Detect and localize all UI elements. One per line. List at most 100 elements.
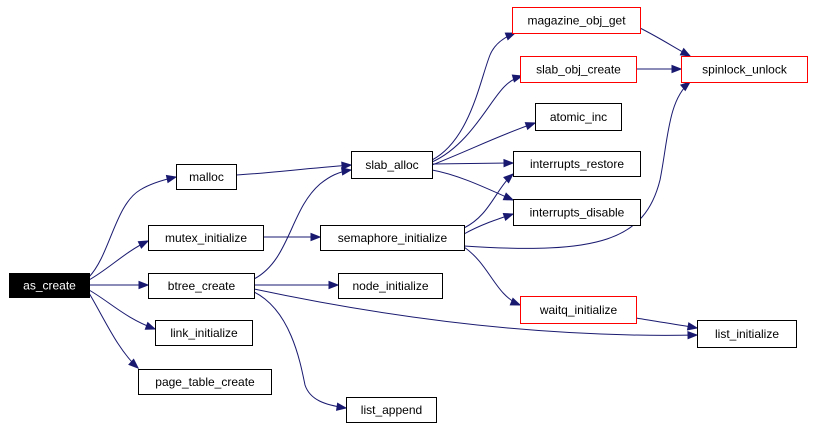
arrowhead xyxy=(671,64,683,74)
edge-slab_alloc-to-slab_obj_create xyxy=(431,74,524,163)
arrowhead xyxy=(144,321,157,330)
edge-mutex_initialize-to-semaphore_initialize xyxy=(263,232,322,242)
edge-magazine_obj_get-to-spinlock_unlock xyxy=(639,27,692,57)
arrowhead xyxy=(503,158,515,168)
node-label: magazine_obj_get xyxy=(527,14,626,28)
node-slab-obj-create[interactable]: slab_obj_create xyxy=(520,56,637,83)
node-node-initialize[interactable]: node_initialize xyxy=(338,273,443,299)
edge-line xyxy=(463,246,521,306)
edge-as_create-to-btree_create xyxy=(89,280,150,290)
node-list-initialize[interactable]: list_initialize xyxy=(697,320,797,348)
node-label: spinlock_unlock xyxy=(702,63,788,77)
arrowhead xyxy=(509,297,522,306)
node-label: page_table_create xyxy=(155,375,255,389)
edge-semaphore_initialize-to-interrupts_disable xyxy=(463,212,515,235)
node-box xyxy=(9,273,90,298)
node-label: link_initialize xyxy=(170,326,238,340)
node-label: malloc xyxy=(189,170,224,184)
node-spinlock-unlock[interactable]: spinlock_unlock xyxy=(681,56,808,83)
edge-line xyxy=(431,169,514,201)
node-list-append[interactable]: list_append xyxy=(346,397,437,423)
edge-slab_obj_create-to-spinlock_unlock xyxy=(636,64,683,74)
edges-layer xyxy=(88,27,699,411)
node-box xyxy=(535,103,622,131)
arrowhead xyxy=(503,173,515,184)
node-label: slab_obj_create xyxy=(536,63,621,77)
edge-as_create-to-page_table_create xyxy=(88,292,140,369)
node-waitq-initialize[interactable]: waitq_initialize xyxy=(520,296,637,324)
node-label: list_append xyxy=(361,403,422,417)
nodes-layer: as_create malloc mutex_initialize btree_cre… xyxy=(9,7,808,423)
node-box xyxy=(351,151,433,179)
edge-line xyxy=(253,288,698,336)
edge-line xyxy=(88,292,139,369)
arrowhead xyxy=(686,322,699,331)
edge-line xyxy=(463,81,691,249)
node-magazine-obj-get[interactable]: magazine_obj_get xyxy=(512,7,641,34)
edge-slab_alloc-to-atomic_inc xyxy=(431,122,537,166)
edge-line xyxy=(88,176,177,278)
node-box xyxy=(155,320,253,346)
arrowhead xyxy=(128,358,140,369)
node-box xyxy=(148,273,255,299)
node-label: mutex_initialize xyxy=(165,231,247,245)
edge-line xyxy=(431,32,516,161)
node-label: list_initialize xyxy=(715,327,779,341)
edge-as_create-to-mutex_initialize xyxy=(88,240,150,281)
node-link-initialize[interactable]: link_initialize xyxy=(155,320,253,346)
edge-line xyxy=(431,75,523,163)
arrowhead xyxy=(687,330,699,340)
node-box xyxy=(520,56,637,83)
edge-line xyxy=(253,291,347,409)
arrowhead xyxy=(502,212,515,222)
edge-slab_alloc-to-magazine_obj_get xyxy=(431,32,517,161)
arrowhead xyxy=(502,192,515,201)
arrowhead xyxy=(310,232,322,242)
edge-as_create-to-link_initialize xyxy=(88,289,157,330)
node-box xyxy=(513,199,641,226)
arrowhead xyxy=(679,81,692,92)
edge-waitq_initialize-to-list_initialize xyxy=(635,317,699,331)
node-label: interrupts_disable xyxy=(530,206,625,220)
node-malloc[interactable]: malloc xyxy=(176,164,237,190)
edge-semaphore_initialize-to-interrupts_restore xyxy=(463,173,515,229)
edge-as_create-to-malloc xyxy=(88,174,178,278)
node-label: interrupts_restore xyxy=(530,157,624,171)
edge-line xyxy=(235,164,352,176)
arrowhead xyxy=(138,280,150,290)
edge-btree_create-to-node_initialize xyxy=(254,280,340,290)
arrowhead xyxy=(328,280,340,290)
node-mutex-initialize[interactable]: mutex_initialize xyxy=(148,225,264,251)
edge-slab_alloc-to-interrupts_disable xyxy=(431,169,515,201)
node-label: semaphore_initialize xyxy=(338,231,448,245)
node-box xyxy=(338,273,443,299)
arrowhead xyxy=(504,32,517,41)
node-semaphore-initialize[interactable]: semaphore_initialize xyxy=(320,225,465,251)
node-as-create[interactable]: as_create xyxy=(9,273,90,298)
node-page-table-create[interactable]: page_table_create xyxy=(138,369,272,395)
node-atomic-inc[interactable]: atomic_inc xyxy=(535,103,622,131)
node-btree-create[interactable]: btree_create xyxy=(148,273,255,299)
node-box xyxy=(513,151,641,177)
edge-line xyxy=(253,169,352,280)
edge-semaphore_initialize-to-waitq_initialize xyxy=(463,246,522,306)
edge-line xyxy=(431,122,536,166)
node-interrupts-disable[interactable]: interrupts_disable xyxy=(513,199,641,226)
node-box xyxy=(346,397,437,423)
node-box xyxy=(138,369,272,395)
node-box xyxy=(681,56,808,83)
arrowhead xyxy=(137,240,150,249)
arrowhead xyxy=(340,167,353,176)
node-box xyxy=(176,164,237,190)
node-box xyxy=(320,225,465,251)
node-interrupts-restore[interactable]: interrupts_restore xyxy=(513,151,641,177)
node-slab-alloc[interactable]: slab_alloc xyxy=(351,151,433,179)
node-box xyxy=(697,320,797,348)
node-box xyxy=(512,7,641,34)
node-label: node_initialize xyxy=(352,279,428,293)
arrowhead xyxy=(335,402,348,411)
edge-btree_create-to-slab_alloc xyxy=(253,167,353,280)
edge-malloc-to-slab_alloc xyxy=(235,161,353,176)
node-box xyxy=(148,225,264,251)
